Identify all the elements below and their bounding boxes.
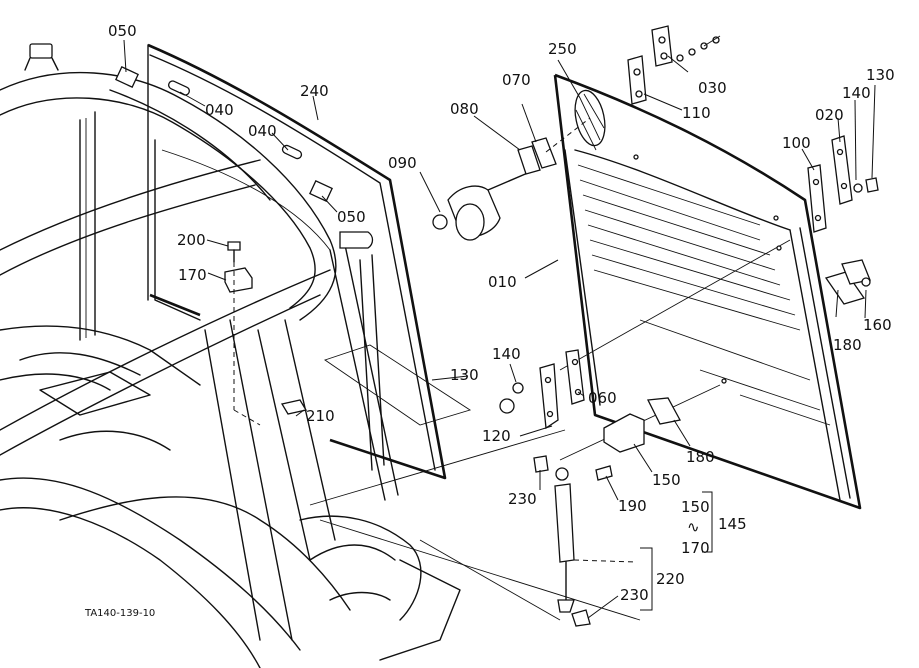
latch-lower (499, 349, 585, 430)
callout-040-top: 040 (205, 101, 234, 119)
callout-130-right: 130 (866, 66, 895, 84)
callout-170-left: 170 (178, 266, 207, 284)
callout-230-lower: 230 (620, 586, 649, 604)
callout-120: 120 (482, 427, 511, 445)
callout-160: 160 (863, 316, 892, 334)
callout-050-mid: 050 (337, 208, 366, 226)
callout-040-mid: 040 (248, 122, 277, 140)
callout-140-left: 140 (492, 345, 521, 363)
callout-110: 110 (682, 104, 711, 122)
callout-210: 210 (306, 407, 335, 425)
callout-150-group: 150 (681, 498, 710, 516)
callout-130-left: 130 (450, 366, 479, 384)
callout-060: 060 (588, 389, 617, 407)
latch-right (824, 259, 871, 305)
callout-250: 250 (548, 40, 577, 58)
gas-strut-220 (533, 455, 637, 627)
callout-180-lower: 180 (686, 448, 715, 466)
wiper-motor (432, 117, 591, 241)
construction-lines (309, 429, 641, 621)
cab-frame (0, 43, 461, 668)
group-tilde: ∿ (687, 518, 700, 536)
callout-070: 070 (502, 71, 531, 89)
door-window-240 (115, 43, 472, 501)
callout-030: 030 (698, 79, 727, 97)
callout-050-top: 050 (108, 22, 137, 40)
callout-145: 145 (718, 515, 747, 533)
rear-window-010 (553, 73, 862, 510)
callout-140-right: 140 (842, 84, 871, 102)
small-parts-left (224, 241, 308, 426)
callout-220: 220 (656, 570, 685, 588)
callout-190: 190 (618, 497, 647, 515)
callout-180-right: 180 (833, 336, 862, 354)
callout-100: 100 (782, 134, 811, 152)
callout-240: 240 (300, 82, 329, 100)
drawing-id: TA140-139-10 (84, 608, 155, 619)
callout-labels: 050 040 240 040 050 200 170 210 130 250 … (84, 22, 895, 619)
callout-200: 200 (177, 231, 206, 249)
callout-150-lower: 150 (652, 471, 681, 489)
callout-080: 080 (450, 100, 479, 118)
side-hinges (807, 135, 879, 233)
top-hinges (627, 25, 721, 105)
leader-lines (123, 39, 876, 619)
callout-010: 010 (488, 273, 517, 291)
defogger-250 (574, 89, 606, 151)
callout-170-group: 170 (681, 539, 710, 557)
callout-020: 020 (815, 106, 844, 124)
callout-090: 090 (388, 154, 417, 172)
callout-230-upper: 230 (508, 490, 537, 508)
latch-150 (595, 397, 681, 481)
